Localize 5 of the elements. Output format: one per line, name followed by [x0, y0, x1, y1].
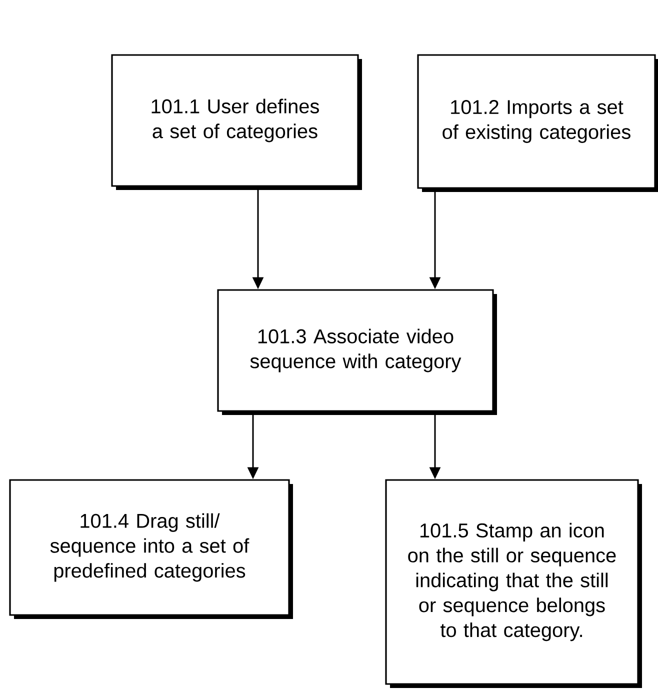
- process-box: 101.1 User defines a set of categories: [111, 54, 362, 190]
- process-box: 101.5 Stamp an icon on the still or sequence indicating that the still or sequence belongs to that category.: [385, 479, 642, 688]
- process-box: 101.3 Associate video sequence with category: [217, 289, 497, 415]
- process-box: 101.4 Drag still/ sequence into a set of predefined categories: [9, 479, 293, 619]
- process-box: 101.2 Imports a set of existing categories: [417, 54, 658, 192]
